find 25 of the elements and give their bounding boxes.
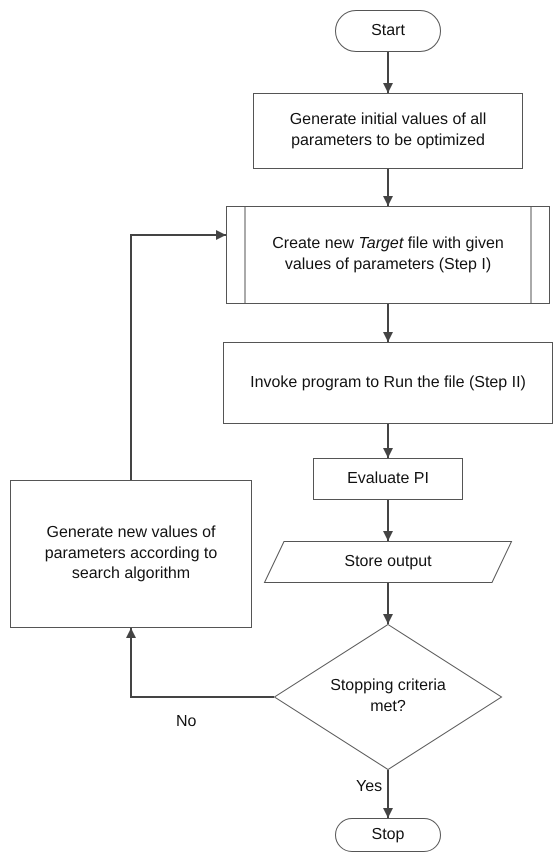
process-box: [253, 93, 523, 169]
node-label: Stopping criteria met?: [329, 676, 447, 717]
decision-diamond: [274, 624, 502, 770]
node-label: Create new Target file with given values of parameters (Step I): [271, 234, 505, 275]
node-label: Generate new values of parameters according to search algorithm: [44, 522, 218, 584]
process-box: [10, 480, 252, 628]
node-label: Invoke program to Run the file (Step II): [250, 372, 526, 393]
process-box: [313, 458, 463, 500]
arrow: [383, 500, 393, 541]
process-box: [223, 342, 553, 424]
node-label: Stop: [372, 824, 404, 845]
arrow: [126, 628, 274, 698]
arrow: [383, 52, 393, 93]
arrow: [383, 424, 393, 458]
node-label: Start: [371, 20, 405, 41]
arrow: [383, 770, 393, 818]
arrow: [383, 304, 393, 342]
arrow: [383, 583, 393, 624]
data-parallelogram: [264, 541, 512, 583]
arrow: [383, 169, 393, 206]
node-label: Evaluate PI: [347, 468, 429, 489]
arrow: [130, 230, 226, 480]
node-label: Generate initial values of all parameters to be optimized: [288, 110, 488, 151]
node-label: Store output: [344, 552, 432, 572]
predefined-process-box: [226, 206, 550, 304]
